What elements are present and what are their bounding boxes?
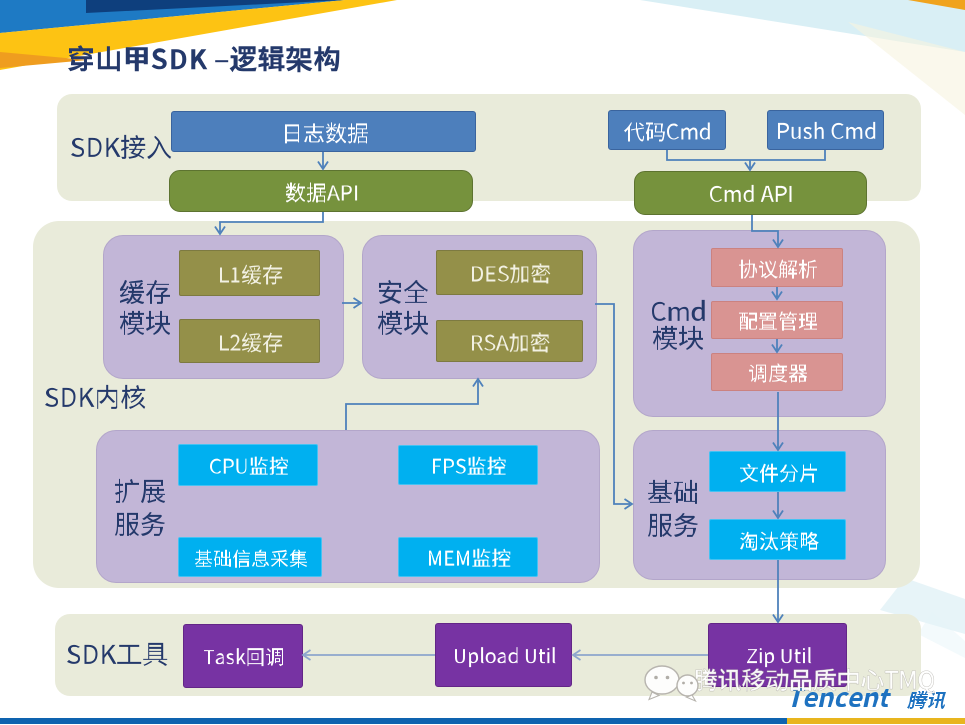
- security-module-label-line1-text: [379, 279, 428, 304]
- cmd-api-box: Cmd API: [634, 171, 867, 215]
- config-mgmt-box-label-text: [739, 311, 817, 331]
- protocol-parse-box-label-text: [739, 259, 817, 279]
- sdk-tools-label-text: [66, 642, 168, 666]
- push-cmd-box-label-text: [777, 122, 875, 140]
- upload-util-box: Upload Util: [435, 623, 572, 687]
- mem-monitor-box: MEM监控: [398, 537, 538, 577]
- basic-services-module-label-line1-text: [648, 479, 697, 504]
- code-cmd-box-label-text: [624, 121, 710, 141]
- des-encrypt-box-label-text: [471, 263, 551, 284]
- basic-info-collect-box-label-text: [195, 549, 307, 568]
- fps-monitor-box-label-text: [433, 456, 506, 475]
- file-split-box-label-text: [739, 463, 817, 483]
- scheduler-box: 调度器: [711, 353, 843, 391]
- data-api-box-label-text: [285, 181, 357, 202]
- basic-services-module-label-line2-text: [648, 512, 698, 537]
- task-callback-box: Task回调: [183, 624, 303, 688]
- l2-cache-box-label-text: [219, 331, 283, 352]
- cache-module-label-line1-text: [120, 279, 170, 304]
- code-cmd-box: 代码Cmd: [608, 110, 726, 150]
- file-split-box: 文件分片: [709, 451, 846, 492]
- cmd-module-label-line2-text: [653, 325, 703, 350]
- footer-corner-decoration: [880, 578, 965, 658]
- config-mgmt-box: 配置管理: [711, 301, 843, 339]
- eviction-policy-box-label-text: [739, 531, 819, 551]
- watermark-text: [694, 668, 936, 694]
- cmd-module-label-line1-text: [651, 299, 705, 321]
- footer-bar-blue: [0, 718, 787, 724]
- l2-cache-box: L2缓存: [179, 319, 320, 363]
- cmd-api-box-label-text: [710, 185, 792, 203]
- cache-module-label-line2-text: [120, 310, 170, 335]
- basic-info-collect-box: 基础信息采集: [178, 537, 322, 577]
- log-data-box-label-text: [284, 121, 368, 143]
- eviction-policy-box: 淘汰策略: [709, 519, 846, 560]
- scheduler-box-label-text: [749, 363, 807, 383]
- footer-bar-yellow: [787, 718, 965, 724]
- slide-title-text: [67, 45, 340, 73]
- rsa-encrypt-box-label-text: [472, 331, 550, 352]
- l1-cache-box-label-text: [219, 263, 283, 284]
- l1-cache-box: L1缓存: [179, 250, 320, 296]
- rsa-encrypt-box: RSA加密: [436, 320, 583, 362]
- des-encrypt-box: DES加密: [436, 250, 583, 295]
- fps-monitor-box: FPS监控: [398, 445, 538, 485]
- data-api-box: 数据API: [169, 170, 473, 212]
- cpu-monitor-box: CPU监控: [178, 444, 318, 486]
- sdk-core-label-text: [44, 384, 146, 409]
- extension-services-module-label-line2-text: [115, 511, 165, 536]
- log-data-box: 日志数据: [171, 111, 476, 152]
- cpu-monitor-box-label-text: [210, 456, 288, 475]
- zip-util-box-label-text: [746, 647, 811, 668]
- upload-util-box-label-text: [454, 647, 556, 668]
- extension-services-module-label-line1-text: [115, 478, 165, 503]
- task-callback-box-label-text: [204, 648, 284, 667]
- protocol-parse-box: 协议解析: [711, 248, 843, 287]
- sdk-access-label-text: [70, 134, 172, 159]
- security-module-label-line2-text: [378, 310, 428, 335]
- push-cmd-box: Push Cmd: [767, 110, 884, 150]
- mem-monitor-box-label-text: [428, 548, 511, 567]
- wechat-icon: [644, 665, 699, 703]
